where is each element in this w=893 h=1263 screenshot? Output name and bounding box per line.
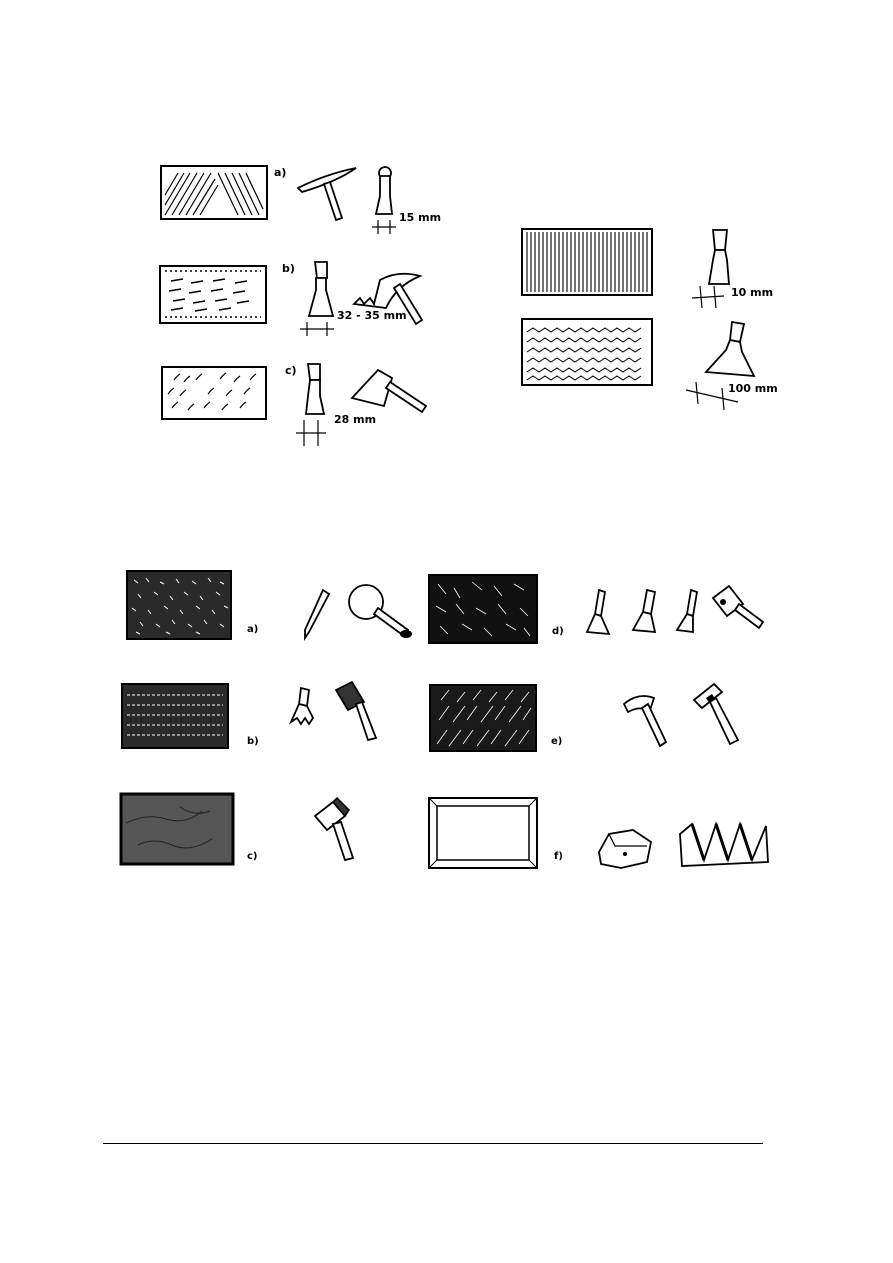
item-label-e: e) <box>551 736 563 747</box>
dimension-label: 10 mm <box>731 286 774 299</box>
bush-hammer-icon <box>334 680 378 742</box>
dimension-marker <box>691 285 725 309</box>
dimension-label: 15 mm <box>399 211 442 224</box>
dimension-label: 32 - 35 mm <box>337 309 407 322</box>
row-label-b: b) <box>282 262 295 275</box>
pick-hammer-icon <box>296 167 357 222</box>
dimension-label: 100 mm <box>728 382 778 395</box>
stone-texture-dark-cross <box>428 574 538 644</box>
hammer-icon <box>692 682 740 746</box>
chisel-icon <box>374 166 394 215</box>
stone-texture-rough <box>126 570 232 640</box>
row-label-c: c) <box>285 364 297 377</box>
claw-chisel-icon <box>307 261 335 317</box>
item-label-c: c) <box>247 851 258 862</box>
flat-chisel-icon <box>631 588 657 634</box>
flat-chisel-icon <box>585 588 611 636</box>
chisel-icon <box>304 363 326 415</box>
abrasive-block-icon <box>679 821 769 867</box>
wide-chisel-icon <box>704 320 756 378</box>
axe-hammer-icon <box>350 368 428 414</box>
stone-texture-diagonal <box>160 165 268 220</box>
item-label-a: a) <box>247 624 259 635</box>
stone-texture-herringbone <box>521 318 653 386</box>
pick-hammer-icon <box>622 695 668 748</box>
tooth-chisel-icon <box>288 686 315 726</box>
dimension-label: 28 mm <box>334 413 377 426</box>
stone-texture-dense-hatch <box>429 684 537 752</box>
bush-hammer-icon <box>711 584 765 630</box>
mallet-icon <box>348 584 412 638</box>
stone-texture-stippled <box>119 792 235 866</box>
dimension-marker <box>296 420 326 446</box>
bush-hammer-icon <box>313 796 355 862</box>
footer-rule <box>103 1143 763 1144</box>
dimension-marker <box>300 322 334 336</box>
narrow-chisel-icon <box>707 229 730 285</box>
stone-texture-vertical-lines <box>521 228 653 296</box>
dimension-marker <box>372 220 396 234</box>
flat-chisel-icon <box>675 588 699 634</box>
item-label-b: b) <box>247 736 259 747</box>
stone-texture-dashes <box>159 265 267 324</box>
point-chisel-icon <box>304 588 331 641</box>
stone-texture-tooth <box>121 683 229 749</box>
stone-texture-polished <box>428 797 538 869</box>
abrasive-stone-icon <box>598 829 653 869</box>
stone-texture-scratches <box>161 366 267 420</box>
dimension-marker <box>685 381 739 411</box>
row-label-a: a) <box>274 166 287 179</box>
item-label-f: f) <box>554 851 563 862</box>
item-label-d: d) <box>552 626 564 637</box>
toothed-axe-icon <box>352 272 424 326</box>
